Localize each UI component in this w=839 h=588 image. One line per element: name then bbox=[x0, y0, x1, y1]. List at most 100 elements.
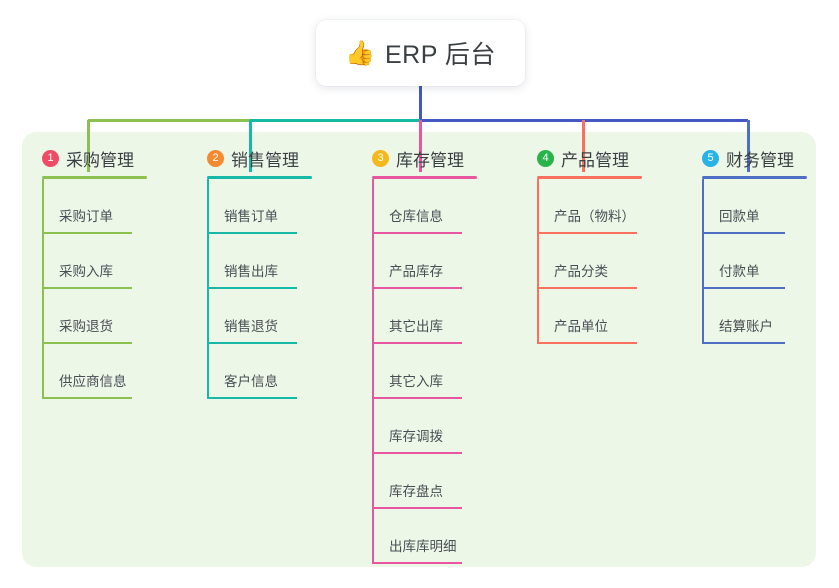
branch-item[interactable]: 产品单位 bbox=[537, 289, 642, 344]
branch-item[interactable]: 销售订单 bbox=[207, 179, 312, 234]
item-underline bbox=[42, 287, 132, 289]
branch-underline bbox=[372, 176, 477, 179]
branch-number-badge: 3 bbox=[372, 149, 389, 167]
branch-item[interactable]: 采购退货 bbox=[42, 289, 147, 344]
branch-item-label: 产品库存 bbox=[389, 264, 443, 279]
item-connector-stem bbox=[372, 399, 374, 454]
item-connector-stem bbox=[42, 234, 44, 289]
item-underline bbox=[372, 452, 462, 454]
item-underline bbox=[42, 342, 132, 344]
item-underline bbox=[207, 232, 297, 234]
branch-header-2[interactable]: 2 销售管理 bbox=[207, 146, 312, 170]
branch-item[interactable]: 产品库存 bbox=[372, 234, 477, 289]
branch-title: 采购管理 bbox=[66, 150, 134, 170]
branch-item[interactable]: 客户信息 bbox=[207, 344, 312, 399]
branch-item[interactable]: 产品（物料） bbox=[537, 179, 642, 234]
branch-item-label: 采购入库 bbox=[59, 264, 113, 279]
branch-item-list: 仓库信息产品库存其它出库其它入库库存调拨库存盘点出库库明细 bbox=[372, 179, 477, 564]
branch-column-2: 2 销售管理销售订单销售出库销售退货客户信息 bbox=[207, 146, 312, 399]
branch-item[interactable]: 结算账户 bbox=[702, 289, 807, 344]
branch-item-label: 结算账户 bbox=[719, 319, 773, 334]
item-underline bbox=[372, 287, 462, 289]
branch-item-label: 销售退货 bbox=[224, 319, 278, 334]
item-underline bbox=[372, 397, 462, 399]
branch-item[interactable]: 销售出库 bbox=[207, 234, 312, 289]
item-connector-stem bbox=[42, 344, 44, 399]
branch-item-label: 库存盘点 bbox=[389, 484, 443, 499]
branch-item-label: 采购订单 bbox=[59, 209, 113, 224]
branch-item-label: 采购退货 bbox=[59, 319, 113, 334]
item-underline bbox=[702, 232, 785, 234]
branch-item[interactable]: 销售退货 bbox=[207, 289, 312, 344]
branch-item[interactable]: 回款单 bbox=[702, 179, 807, 234]
item-connector-stem bbox=[207, 234, 209, 289]
item-underline bbox=[42, 397, 132, 399]
item-connector-stem bbox=[702, 289, 704, 344]
branch-title: 销售管理 bbox=[231, 150, 299, 170]
item-connector-stem bbox=[372, 454, 374, 509]
branch-header-4[interactable]: 4 产品管理 bbox=[537, 146, 642, 170]
item-connector-stem bbox=[372, 289, 374, 344]
branch-item[interactable]: 库存盘点 bbox=[372, 454, 477, 509]
item-connector-stem bbox=[372, 234, 374, 289]
branch-item-list: 回款单付款单结算账户 bbox=[702, 179, 807, 344]
branch-column-5: 5 财务管理回款单付款单结算账户 bbox=[702, 146, 807, 344]
branch-underline bbox=[537, 176, 642, 179]
branch-item-label: 付款单 bbox=[719, 264, 760, 279]
item-connector-stem bbox=[42, 289, 44, 344]
item-connector-stem bbox=[372, 179, 374, 234]
branch-item[interactable]: 仓库信息 bbox=[372, 179, 477, 234]
branch-number-badge: 5 bbox=[702, 149, 719, 167]
branch-item[interactable]: 出库库明细 bbox=[372, 509, 477, 564]
root-node-content: 👍 ERP 后台 bbox=[345, 35, 496, 71]
item-connector-stem bbox=[207, 179, 209, 234]
item-connector-stem bbox=[537, 234, 539, 289]
branch-item-label: 供应商信息 bbox=[59, 374, 127, 389]
branch-item[interactable]: 其它入库 bbox=[372, 344, 477, 399]
branch-header-5[interactable]: 5 财务管理 bbox=[702, 146, 807, 170]
branch-title: 财务管理 bbox=[726, 150, 794, 170]
item-underline bbox=[537, 232, 637, 234]
item-connector-stem bbox=[702, 234, 704, 289]
branch-item-label: 出库库明细 bbox=[389, 539, 457, 554]
item-underline bbox=[42, 232, 132, 234]
item-connector-stem bbox=[702, 179, 704, 234]
branch-number-badge: 4 bbox=[537, 149, 554, 167]
item-underline bbox=[207, 397, 297, 399]
branch-item[interactable]: 产品分类 bbox=[537, 234, 642, 289]
branch-item-label: 库存调拨 bbox=[389, 429, 443, 444]
branch-title: 产品管理 bbox=[561, 150, 629, 170]
branch-item-label: 销售出库 bbox=[224, 264, 278, 279]
item-underline bbox=[372, 507, 462, 509]
branch-item-label: 销售订单 bbox=[224, 209, 278, 224]
branch-underline bbox=[207, 176, 312, 179]
branch-item[interactable]: 库存调拨 bbox=[372, 399, 477, 454]
branch-item[interactable]: 供应商信息 bbox=[42, 344, 147, 399]
branch-item-label: 客户信息 bbox=[224, 374, 278, 389]
item-underline bbox=[372, 562, 462, 564]
item-connector-stem bbox=[42, 179, 44, 234]
branch-item-label: 回款单 bbox=[719, 209, 760, 224]
branch-number-badge: 2 bbox=[207, 149, 224, 167]
branch-item[interactable]: 采购订单 bbox=[42, 179, 147, 234]
item-connector-stem bbox=[372, 344, 374, 399]
branch-item[interactable]: 付款单 bbox=[702, 234, 807, 289]
item-connector-stem bbox=[207, 344, 209, 399]
branch-underline bbox=[42, 176, 147, 179]
item-underline bbox=[537, 342, 637, 344]
branch-item-list: 采购订单采购入库采购退货供应商信息 bbox=[42, 179, 147, 399]
branch-item-label: 产品（物料） bbox=[554, 209, 635, 224]
branch-item[interactable]: 采购入库 bbox=[42, 234, 147, 289]
diagram-panel bbox=[22, 132, 816, 567]
item-underline bbox=[537, 287, 637, 289]
root-node-card[interactable]: 👍 ERP 后台 bbox=[316, 20, 525, 86]
branch-item-label: 仓库信息 bbox=[389, 209, 443, 224]
item-connector-stem bbox=[372, 509, 374, 564]
thumbs-up-icon: 👍 bbox=[345, 39, 375, 67]
branch-item[interactable]: 其它出库 bbox=[372, 289, 477, 344]
